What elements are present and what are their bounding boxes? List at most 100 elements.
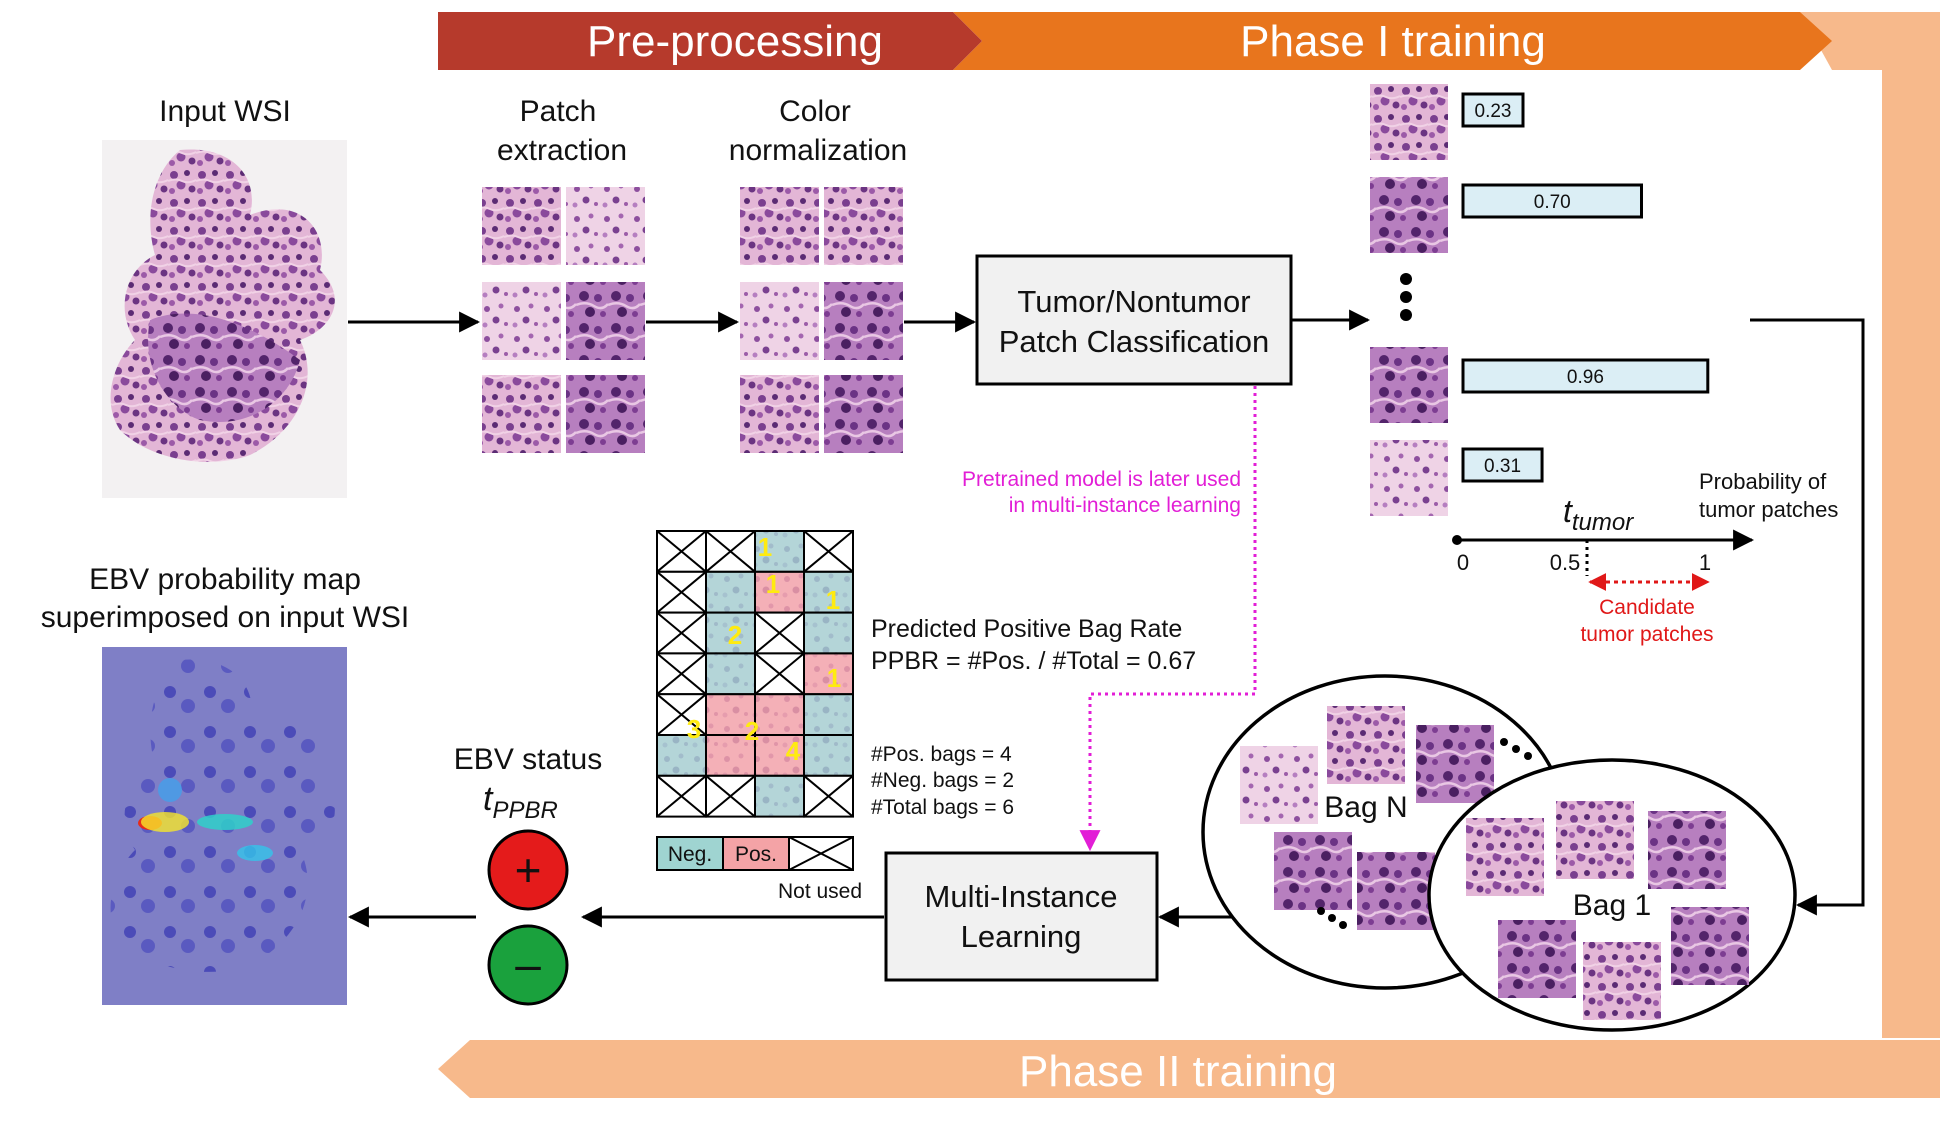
pretrained-label-2: in multi-instance learning	[1009, 494, 1241, 517]
input-wsi-dense-tissue	[148, 313, 300, 422]
score-bar-1	[1461, 183, 1643, 219]
patch-grid-normalized	[740, 187, 903, 453]
mil-box	[884, 851, 1159, 982]
score-patches	[1370, 84, 1448, 516]
axis-tick-1: 1	[1699, 550, 1711, 575]
grid-cell-cross	[656, 571, 707, 614]
score-value-2: 0.96	[1567, 367, 1604, 388]
ebv-negative-circle	[487, 924, 569, 1006]
grid-cell-cross	[656, 611, 707, 655]
grid-cell-cross	[754, 611, 805, 655]
neg-bags-count: #Neg. bags = 2	[871, 769, 1014, 792]
pretrained-label-1: Pretrained model is later used	[962, 468, 1241, 491]
ebv-status-label: EBV status	[454, 743, 602, 776]
grid-cell	[754, 570, 805, 614]
ebv-map-label-1: EBV probability map	[89, 563, 361, 596]
ebv-map-label-2: superimposed on input WSI	[41, 601, 410, 634]
grid-cell	[754, 734, 805, 777]
mil-label-2: Learning	[961, 919, 1082, 954]
score-bar-0	[1461, 92, 1525, 128]
phase2-banner	[438, 1040, 1940, 1098]
grid-bag-number: 3	[687, 714, 701, 744]
pretrained-model-arrow	[1079, 386, 1257, 852]
grid-cell-cross	[656, 652, 707, 695]
phase1-banner	[953, 12, 1832, 70]
legend-neg-label: Neg.	[668, 843, 712, 866]
bag-n-label: Bag N	[1324, 791, 1407, 824]
phase2-top-cap	[1800, 12, 1882, 70]
ebv-negative-sign: –	[515, 938, 541, 990]
legend-not-used-label: Not used	[778, 880, 862, 903]
candidate-label-1: Candidate	[1599, 596, 1695, 619]
score-bar-3	[1461, 447, 1544, 483]
grid-cell-cross	[656, 693, 707, 736]
arrow-scores-to-bags	[1750, 318, 1865, 916]
bag-n-dots	[1317, 738, 1532, 929]
grid-cell-cross	[705, 530, 756, 573]
grid-bag-number: 1	[826, 585, 840, 615]
grid-cell	[754, 774, 805, 818]
axis-origin-dot	[1452, 535, 1462, 545]
axis-tick-0: 0	[1457, 550, 1469, 575]
grid-bag-number: 1	[827, 663, 841, 693]
mil-label-1: Multi-Instance	[925, 879, 1118, 914]
ebv-map-hotspots	[138, 778, 273, 861]
grid-cell-cross	[656, 530, 707, 573]
ppbr-formula: PPBR = #Pos. / #Total = 0.67	[871, 647, 1196, 675]
grid-cell	[754, 693, 805, 737]
legend-neg-swatch	[656, 836, 724, 871]
axis-tick-05: 0.5	[1550, 550, 1581, 575]
grid-cell	[656, 734, 707, 777]
patch-extraction-label-1: Patch	[520, 95, 597, 128]
classifier-label-2: Patch Classification	[999, 324, 1270, 359]
ppbr-title: Predicted Positive Bag Rate	[871, 615, 1182, 643]
classifier-label-1: Tumor/Nontumor	[1017, 284, 1250, 319]
bag-n-patches	[1240, 706, 1494, 930]
grid-bag-number: 2	[745, 716, 759, 746]
grid-cell	[803, 611, 854, 655]
grid-cell	[705, 652, 756, 696]
legend-pos-label: Pos.	[735, 843, 777, 866]
preprocessing-banner-label: Pre-processing	[587, 17, 883, 66]
grid-cell	[803, 734, 854, 777]
ebv-positive-sign: +	[515, 844, 542, 896]
bag-1-patches	[1466, 801, 1749, 1020]
pos-bags-count: #Pos. bags = 4	[871, 743, 1012, 766]
grid-cell	[705, 570, 756, 614]
grid-cell-cross	[656, 775, 707, 818]
score-value-1: 0.70	[1534, 192, 1571, 213]
patch-extraction-label-2: extraction	[497, 134, 627, 167]
legend-not-used-swatch	[788, 836, 854, 871]
grid-bag-number: 4	[786, 736, 801, 766]
grid-cell	[803, 693, 854, 737]
t-ppbr-symbol: tPPBR	[483, 780, 558, 824]
phase1-banner-label: Phase I training	[1240, 17, 1546, 66]
bag-1-label: Bag 1	[1573, 889, 1651, 922]
probability-label-2: tumor patches	[1699, 497, 1838, 522]
color-normalization-label-2: normalization	[729, 134, 907, 167]
grid-bag-number: 2	[728, 620, 742, 650]
classifier-box	[975, 254, 1293, 386]
probability-label-1: Probability of	[1699, 469, 1827, 494]
ellipsis-dots	[1400, 273, 1412, 321]
legend-pos-swatch	[722, 836, 790, 871]
phase2-right-bar	[1882, 12, 1940, 1038]
grid-cell	[803, 652, 854, 696]
grid-cell-cross	[705, 775, 756, 818]
grid-cell-cross	[803, 775, 854, 818]
grid-cell-cross	[803, 530, 854, 573]
t-tumor-symbol: ttumor	[1563, 493, 1634, 536]
patch-grid-extracted	[482, 187, 645, 453]
grid-cell	[754, 530, 805, 573]
phase2-banner-label: Phase II training	[1019, 1047, 1337, 1096]
score-value-3: 0.31	[1484, 456, 1521, 477]
total-bags-count: #Total bags = 6	[871, 796, 1014, 819]
score-value-0: 0.23	[1475, 101, 1512, 122]
preprocessing-banner	[438, 12, 982, 70]
input-wsi-label: Input WSI	[159, 95, 291, 128]
ebv-positive-circle	[487, 829, 569, 911]
score-bar-2	[1461, 358, 1710, 394]
grid-cell-cross	[754, 652, 805, 695]
